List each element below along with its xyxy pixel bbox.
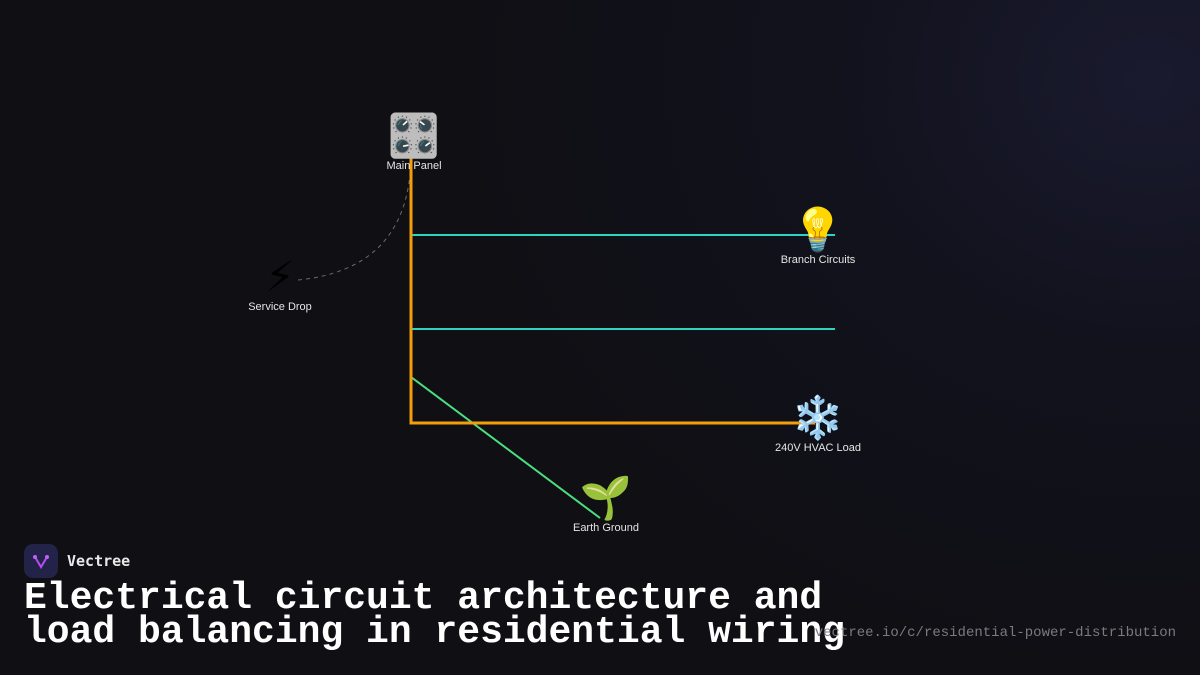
- node-label: 240V HVAC Load: [774, 442, 862, 454]
- main-feed-line: [409, 158, 815, 425]
- node-main-panel[interactable]: 🎛️ Main Panel: [386, 111, 442, 173]
- node-hvac-load[interactable]: ❄️ 240V HVAC Load: [774, 393, 862, 455]
- node-label: Earth Ground: [572, 522, 640, 534]
- control-knobs-icon: 🎛️: [387, 111, 441, 160]
- node-label: Branch Circuits: [780, 254, 856, 266]
- source-url: vectree.io/c/residential-power-distribut…: [814, 625, 1176, 641]
- node-earth-ground[interactable]: 🌱 Earth Ground: [572, 473, 640, 535]
- vectree-logo-icon: [24, 544, 58, 578]
- lightning-icon: ⚡: [265, 252, 295, 301]
- node-service-drop[interactable]: ⚡ Service Drop: [248, 252, 312, 314]
- title-line-1: Electrical circuit architecture and: [24, 577, 823, 620]
- node-label: Service Drop: [248, 301, 312, 313]
- node-label: Main Panel: [386, 160, 442, 172]
- ground-wire: [410, 376, 601, 519]
- node-branch-circuits[interactable]: 💡 Branch Circuits: [780, 205, 856, 267]
- light-bulb-icon: 💡: [791, 205, 845, 254]
- title-line-2: load balancing in residential wiring: [24, 611, 845, 654]
- brand-name: Vectree: [67, 552, 131, 570]
- page-title: Electrical circuit architecture and load…: [24, 580, 845, 652]
- seedling-icon: 🌱: [579, 473, 633, 522]
- snowflake-icon: ❄️: [791, 393, 845, 442]
- service-drop-link: [297, 174, 411, 281]
- brand: Vectree: [24, 544, 130, 578]
